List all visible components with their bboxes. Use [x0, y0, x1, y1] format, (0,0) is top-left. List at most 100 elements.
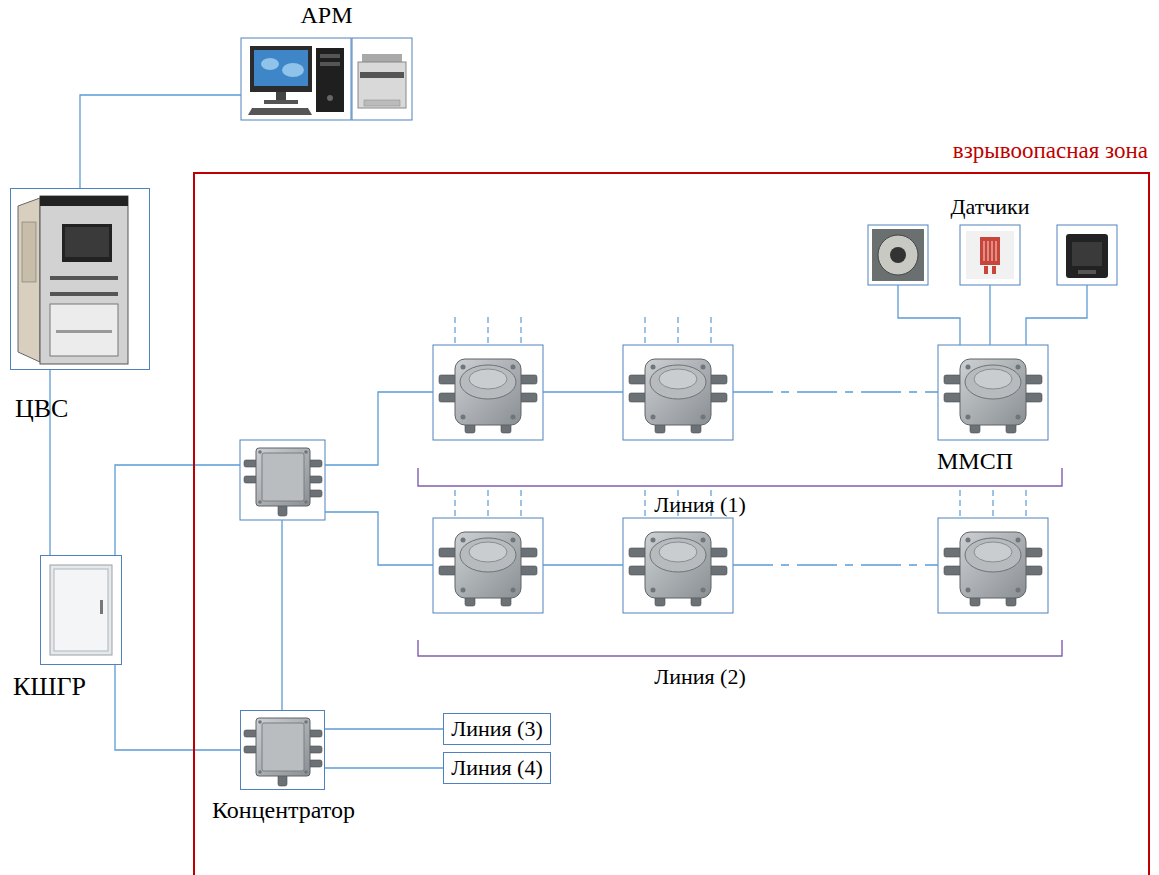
signal-connector — [325, 728, 443, 729]
sensor-picture — [984, 266, 988, 274]
sensor-stub — [455, 317, 521, 345]
signal-wire — [281, 520, 282, 710]
module-picture — [623, 345, 733, 440]
workstation-picture — [320, 54, 340, 58]
printer-picture — [352, 38, 412, 120]
module-picture — [629, 359, 727, 433]
cabinet-picture — [18, 196, 128, 364]
module-picture — [623, 518, 733, 613]
signal-connector — [115, 665, 240, 750]
cabinet-picture — [50, 304, 118, 356]
distribution-box-picture — [50, 565, 112, 655]
sensor-picture — [868, 225, 928, 285]
node-label: взрывоопасная зона — [848, 138, 1148, 164]
sensor-picture — [868, 225, 1117, 285]
workstation-group: АРМ — [241, 38, 412, 120]
distribution-box-picture — [100, 600, 103, 614]
concentrator-picture — [244, 448, 322, 516]
module-picture — [433, 345, 543, 440]
hazard-zone: взрывоопасная зонаКонцентраторЛиния (3)Л… — [193, 172, 1150, 875]
signal-wire — [733, 564, 938, 565]
signal-wire — [989, 285, 990, 345]
signal-wire — [1026, 285, 1087, 345]
caption-label: ММСП — [937, 448, 1013, 476]
sensor-picture — [1057, 225, 1117, 285]
workstation-picture — [264, 100, 298, 104]
module-picture — [944, 532, 1042, 606]
printer-picture — [364, 100, 400, 106]
module-picture — [938, 518, 1048, 613]
sensor-picture — [980, 237, 1000, 265]
workstation-picture — [261, 58, 279, 70]
sensor-picture — [966, 231, 1014, 279]
workstation-picture — [248, 108, 312, 115]
signal-wire — [898, 285, 960, 345]
sensor-picture — [960, 225, 1020, 285]
sensor-picture — [992, 266, 996, 274]
signal-wire — [325, 392, 433, 465]
distribution-box-picture — [50, 565, 112, 655]
node-label: Линия (3) — [451, 716, 543, 741]
workstation-picture — [327, 95, 333, 101]
computing-cabinet: ЦВС — [10, 188, 150, 370]
sensor-picture — [878, 235, 918, 275]
sensor-picture — [1078, 270, 1096, 274]
module-picture — [944, 359, 1042, 433]
node-label: ЦВС — [15, 394, 135, 424]
distribution-box-picture — [54, 569, 108, 651]
printer-picture — [358, 62, 406, 108]
node-label: Концентратор — [196, 797, 371, 825]
signal-wire — [733, 391, 938, 392]
cabinet-picture — [56, 330, 112, 333]
signal-connector — [325, 767, 443, 768]
signal-wire — [543, 391, 623, 392]
node-label: Линия (4) — [451, 755, 543, 780]
workstation-picture — [276, 92, 286, 100]
concentrator-picture — [240, 440, 325, 520]
module-picture — [938, 345, 1048, 440]
cabinet-picture — [22, 222, 36, 282]
cabinet-picture — [40, 196, 128, 364]
node-label: АРМ — [241, 2, 412, 30]
sensor-picture — [890, 247, 906, 263]
sensor-picture — [1066, 234, 1108, 278]
signal-wire — [115, 285, 1087, 710]
caption-label: Датчики — [950, 194, 1029, 219]
line-bracket — [418, 640, 1062, 656]
sensor-stub — [960, 490, 1026, 518]
caption-label: Линия (1) — [654, 492, 746, 517]
cabinet-picture — [40, 196, 128, 206]
cabinet-picture — [50, 292, 118, 296]
caption-label: Линия (2) — [654, 664, 746, 689]
signal-wire — [115, 465, 240, 555]
workstation-picture — [254, 50, 308, 86]
distribution-box: КШГР — [40, 555, 122, 665]
node-label: КШГР — [13, 672, 123, 702]
workstation-picture — [241, 38, 351, 120]
line-box: Линия (4) — [443, 752, 551, 784]
line-box: Линия (3) — [443, 713, 551, 745]
workstation-picture — [241, 38, 351, 120]
concentrator-picture — [244, 718, 322, 786]
sensor-stub — [455, 317, 1026, 518]
concentrator-box: Концентратор — [240, 710, 325, 790]
sensor-picture — [984, 241, 996, 261]
cabinet-picture — [18, 198, 40, 362]
module-picture — [439, 359, 537, 433]
signal-wire — [325, 512, 433, 565]
line-bracket — [418, 468, 1062, 656]
signal-connector — [80, 95, 241, 188]
printer-picture — [352, 38, 412, 120]
printer-picture — [360, 72, 404, 78]
cabinet-picture — [65, 227, 109, 257]
module-picture — [629, 532, 727, 606]
signal-wire — [543, 564, 623, 565]
sensor-picture — [1072, 242, 1102, 266]
module-picture — [439, 532, 537, 606]
sensor-stub — [455, 490, 521, 518]
workstation-picture — [316, 48, 344, 112]
workstation-picture — [250, 46, 312, 92]
